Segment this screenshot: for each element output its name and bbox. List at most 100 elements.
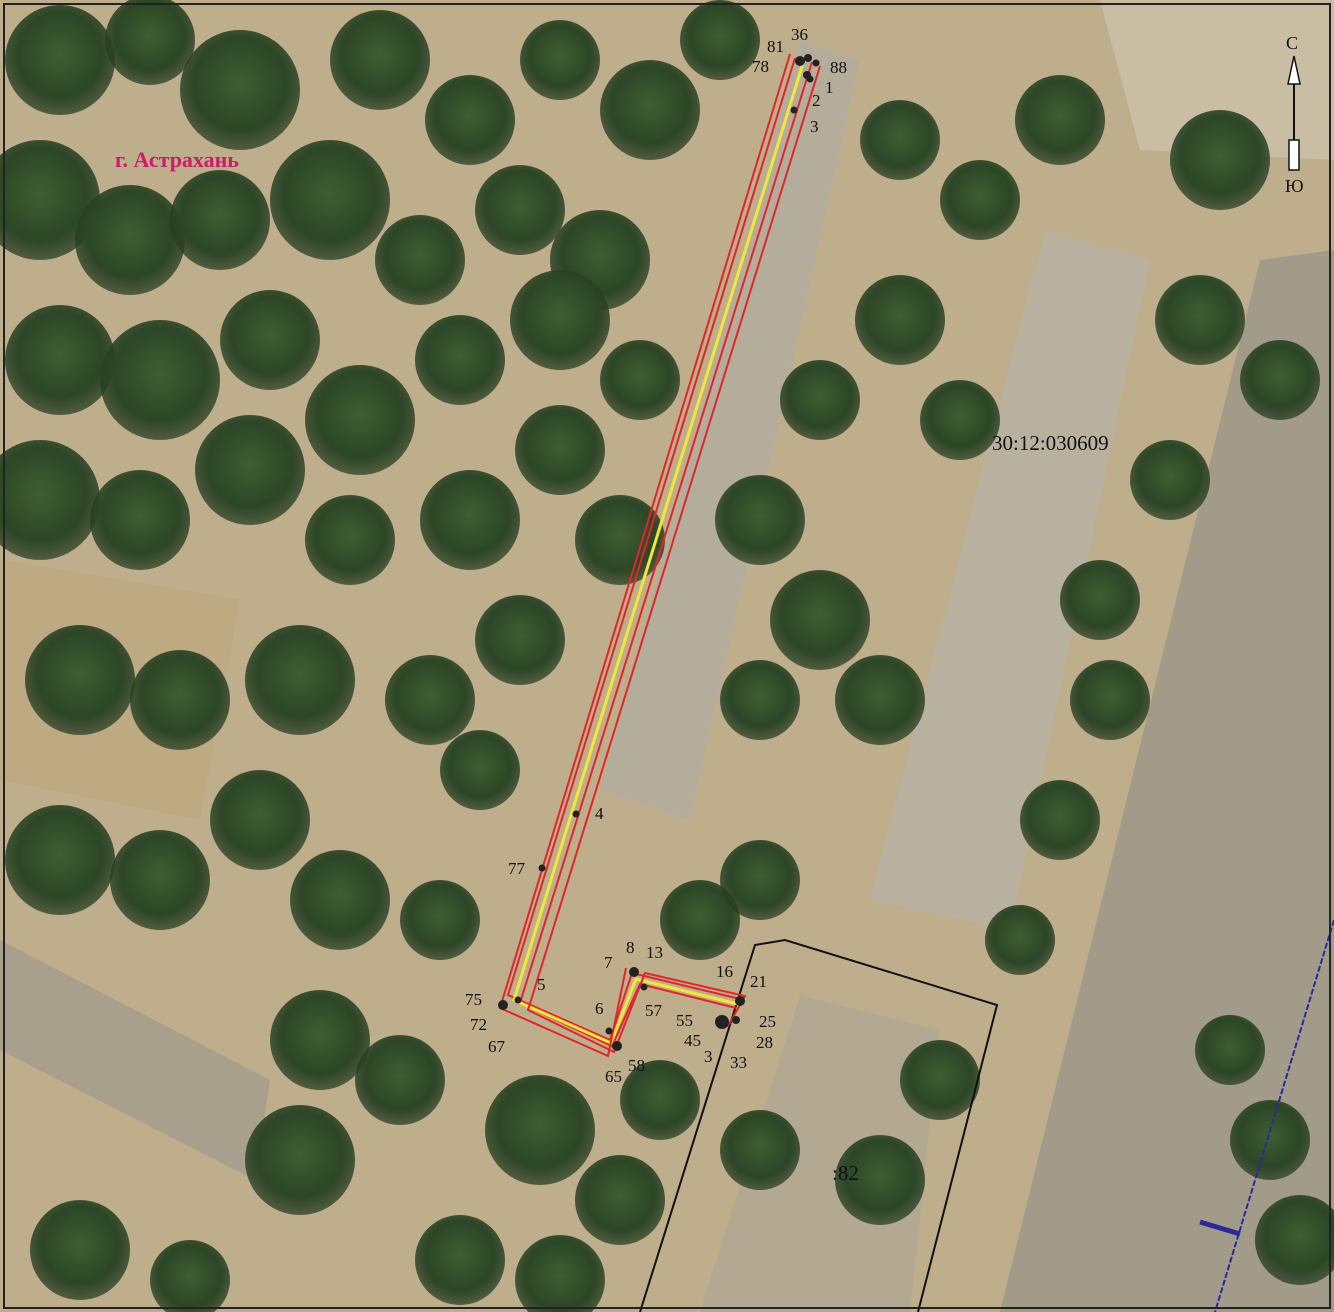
tree-canopy: [575, 495, 665, 585]
point-marker: [812, 59, 820, 67]
tree-canopy: [835, 655, 925, 745]
point-label-45: 45: [684, 1031, 701, 1050]
point-label-81: 81: [767, 37, 784, 56]
tree-canopy: [305, 495, 395, 585]
route-boundary-outer: [526, 65, 821, 1054]
point-label-6: 6: [595, 999, 604, 1018]
tree-canopy: [855, 275, 945, 365]
point-marker: [572, 810, 580, 818]
tree-canopy: [195, 415, 305, 525]
tree-canopy: [110, 830, 210, 930]
tree-canopy: [1070, 660, 1150, 740]
tree-canopy: [475, 165, 565, 255]
tree-canopy: [420, 470, 520, 570]
tree-canopy: [355, 1035, 445, 1125]
tree-canopy: [290, 850, 390, 950]
tree-canopy: [180, 30, 300, 150]
point-label-77: 77: [508, 859, 526, 878]
point-label-36: 36: [791, 25, 808, 44]
tree-canopy: [150, 1240, 230, 1312]
point-marker: [804, 54, 812, 62]
tree-canopy: [385, 655, 475, 745]
tree-canopy: [835, 1135, 925, 1225]
tree-canopy: [425, 75, 515, 165]
tree-canopy: [860, 100, 940, 180]
point-marker: [735, 996, 745, 1006]
point-marker: [612, 1041, 622, 1051]
point-marker: [629, 967, 639, 977]
tree-canopy: [485, 1075, 595, 1185]
compass-north-label: С: [1286, 33, 1298, 53]
utility-marker: [1199, 1219, 1241, 1237]
tree-canopy: [920, 380, 1000, 460]
building-northeast: [1100, 0, 1334, 160]
tree-canopy: [940, 160, 1020, 240]
point-marker: [514, 996, 522, 1004]
point-label-16: 16: [716, 962, 733, 981]
tree-canopy: [25, 625, 135, 735]
tree-canopy: [270, 140, 390, 260]
building-east: [870, 230, 1150, 930]
point-label-55: 55: [676, 1011, 693, 1030]
tree-canopy: [1170, 110, 1270, 210]
tree-canopy: [415, 1215, 505, 1305]
point-label-33: 33: [730, 1053, 747, 1072]
tree-canopy: [1195, 1015, 1265, 1085]
tree-canopy: [515, 1235, 605, 1312]
point-label-5: 5: [537, 975, 546, 994]
tree-canopy: [440, 730, 520, 810]
tree-canopy: [75, 185, 185, 295]
tree-canopy: [90, 470, 190, 570]
point-label-25: 25: [759, 1012, 776, 1031]
tree-canopy: [245, 1105, 355, 1215]
point-marker: [732, 1016, 740, 1024]
tree-canopy: [515, 405, 605, 495]
tree-canopy: [170, 170, 270, 270]
point-label-88: 88: [830, 58, 847, 77]
parcel-label: :82: [832, 1161, 859, 1185]
point-label-21: 21: [750, 972, 767, 991]
point-marker: [790, 106, 798, 114]
point-label-28: 28: [756, 1033, 773, 1052]
point-label-13: 13: [646, 943, 663, 962]
tree-canopy: [720, 1110, 800, 1190]
point-label-58: 58: [628, 1056, 645, 1075]
point-marker: [498, 1000, 508, 1010]
tree-canopy: [130, 650, 230, 750]
point-label-4: 4: [595, 804, 604, 823]
point-label-75: 75: [465, 990, 482, 1009]
tree-canopy: [375, 215, 465, 305]
point-label-3: 3: [810, 117, 819, 136]
tree-canopy: [1230, 1100, 1310, 1180]
tree-canopy: [100, 320, 220, 440]
north-arrow: С Ю: [1285, 33, 1304, 196]
point-marker: [806, 75, 814, 83]
tree-canopy: [5, 5, 115, 115]
building-south: [700, 995, 940, 1312]
point-markers: [498, 54, 820, 1051]
point-marker: [795, 56, 805, 66]
point-labels: 36 81 78 88 1 2 3 4 77 5 75 72 67 6 65 5…: [465, 25, 847, 1086]
tree-canopy: [5, 305, 115, 415]
tree-canopy: [1240, 340, 1320, 420]
tree-canopy: [600, 340, 680, 420]
tree-canopy: [305, 365, 415, 475]
tree-canopy: [5, 805, 115, 915]
point-marker: [538, 864, 546, 872]
tree-canopy: [720, 840, 800, 920]
point-label-67: 67: [488, 1037, 506, 1056]
point-label-65: 65: [605, 1067, 622, 1086]
tree-canopy: [510, 270, 610, 370]
tree-canopy: [680, 0, 760, 80]
tree-canopy: [1020, 780, 1100, 860]
tree-canopy: [985, 905, 1055, 975]
route-boundary-left: [506, 57, 796, 1042]
tree-canopy: [0, 140, 100, 260]
tree-canopy: [1015, 75, 1105, 165]
building-southwest: [0, 940, 270, 1180]
point-marker: [640, 983, 648, 991]
point-label-2: 2: [812, 91, 821, 110]
cadastral-block-label: 30:12:030609: [992, 431, 1109, 455]
route-boundary-inner: [498, 53, 791, 1058]
